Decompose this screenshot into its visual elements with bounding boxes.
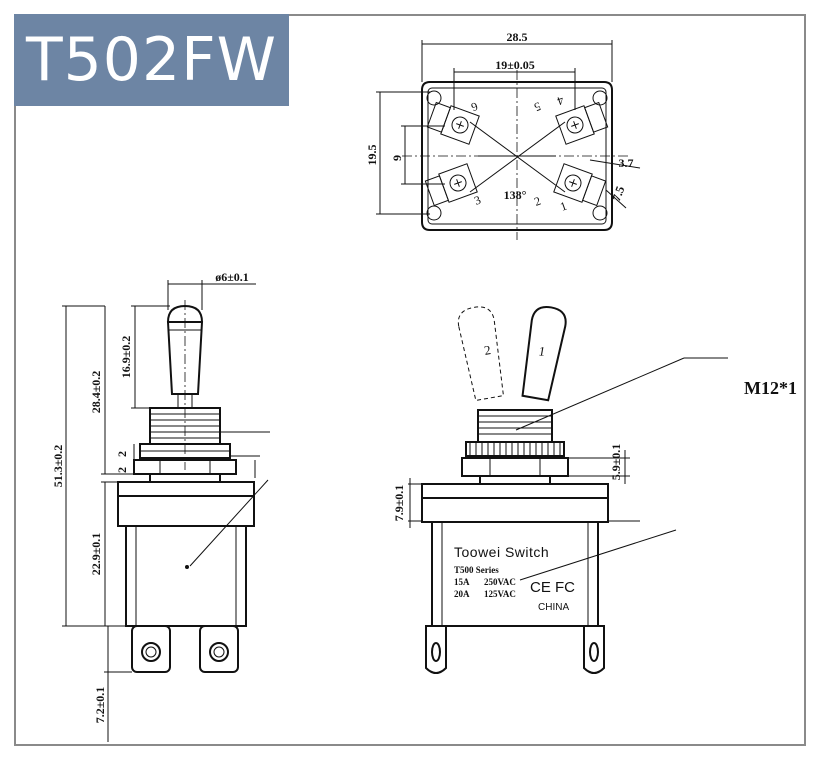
pin-1-label: 1 — [558, 199, 568, 214]
side-view: ø6±0.1 16.9±0.2 28.4±0.2 51.3±0.2 22.9±0… — [51, 270, 270, 742]
drawing-frame — [14, 14, 806, 746]
dim-pin-offset: 3.7 — [619, 156, 634, 170]
dim-lever-dia: ø6±0.1 — [215, 270, 249, 284]
label-origin: CHINA — [538, 602, 569, 613]
dim-width: 28.5 — [507, 30, 528, 44]
pin-4-label: 4 — [555, 93, 565, 108]
angle-label: 138° — [504, 188, 527, 202]
top-view: 28.5 19±0.05 19.5 9 3.7 7.5 138° 6 5 4 3… — [365, 30, 641, 240]
pin-2-label: 2 — [532, 194, 542, 209]
dim-pin-length: 7.5 — [609, 184, 627, 203]
label-series: T500 Series — [454, 565, 499, 575]
dim-nut: 5.9±0.1 — [609, 444, 623, 481]
dim-total-len: 51.3±0.2 — [51, 445, 65, 488]
label-brand: Toowei Switch — [454, 544, 549, 560]
certification-marks: CE FC — [530, 579, 575, 596]
front-view: 2 1 M12*1 — [392, 305, 797, 674]
model-title: T502FW — [14, 14, 289, 106]
dim-height: 19.5 — [365, 145, 379, 166]
label-rating2-amp: 20A — [454, 589, 470, 599]
dim-pitch: 19±0.05 — [495, 58, 535, 72]
label-rating1-amp: 15A — [454, 577, 470, 587]
dim-terminal-len: 7.2±0.1 — [93, 687, 107, 724]
dim-lever-len: 16.9±0.2 — [119, 336, 133, 379]
pin-6-label: 6 — [469, 99, 479, 114]
dim-collar: 7.9±0.1 — [392, 485, 406, 522]
pin-5-label: 5 — [532, 99, 542, 114]
dim-nut-a: 2 — [115, 451, 129, 457]
dim-body-len: 22.9±0.1 — [89, 533, 103, 576]
dim-inner-height: 9 — [390, 155, 404, 161]
dim-shaft-len: 28.4±0.2 — [89, 371, 103, 414]
dim-nut-b: 2 — [115, 467, 129, 473]
thread-spec: M12*1 — [744, 378, 797, 398]
pin-3-label: 3 — [472, 193, 482, 208]
lever-position-1: 1 — [537, 343, 546, 359]
label-rating1-volt: 250VAC — [484, 577, 516, 587]
lever-position-2: 2 — [483, 342, 492, 358]
label-rating2-volt: 125VAC — [484, 589, 516, 599]
